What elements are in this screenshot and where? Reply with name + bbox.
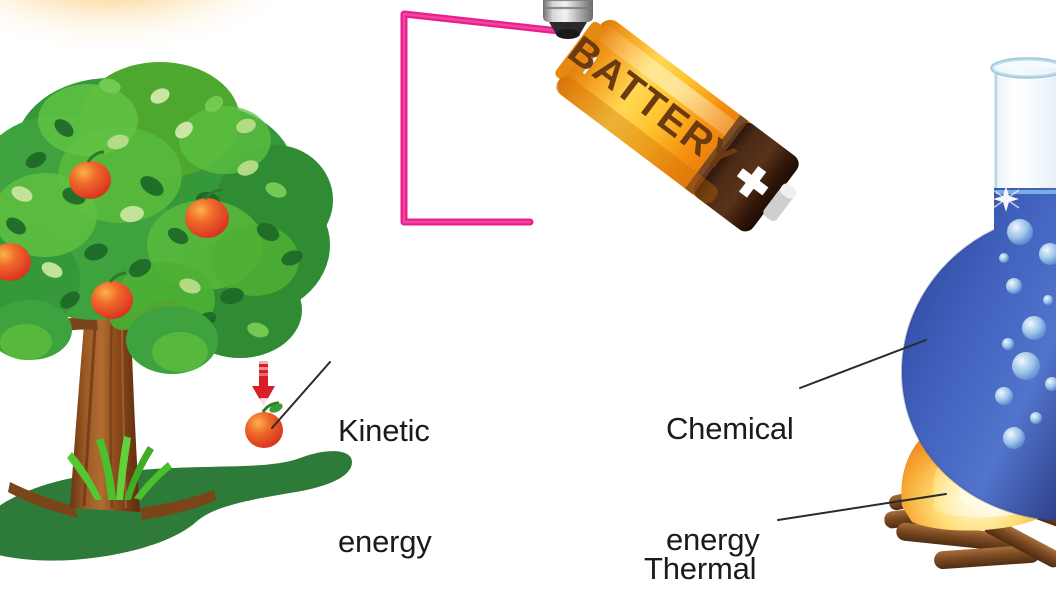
light-bulb xyxy=(543,0,593,39)
flask-bubbles xyxy=(995,219,1056,449)
sun-glow xyxy=(0,0,294,56)
circuit-wire xyxy=(400,10,572,226)
apple-tree xyxy=(0,62,352,561)
label-kinetic-line2: energy xyxy=(338,524,432,559)
battery: BATTERY xyxy=(555,19,799,232)
label-kinetic-energy: Kinetic energy xyxy=(338,338,432,594)
canopy-apples xyxy=(0,150,229,319)
leader-lines xyxy=(271,339,947,521)
label-chemical-line1: Chemical xyxy=(666,411,794,446)
tree-canopy xyxy=(0,62,333,374)
sparkle-icon xyxy=(992,186,1020,212)
plus-icon xyxy=(736,166,769,198)
label-chemical-energy: Chemical energy xyxy=(666,336,794,594)
leader-line-kinetic xyxy=(271,361,331,429)
leader-line-thermal xyxy=(777,493,947,521)
label-kinetic-line1: Kinetic xyxy=(338,413,430,448)
label-chemical-line2: energy xyxy=(666,522,760,557)
down-arrow-icon xyxy=(252,361,275,406)
falling-apple xyxy=(242,361,286,448)
label-thermal-energy: Thermal energy xyxy=(644,476,756,594)
label-thermal-line1: Thermal xyxy=(644,551,757,586)
leader-line-chemical xyxy=(799,339,927,389)
chemical-flask xyxy=(900,57,1056,521)
grass-tuft xyxy=(67,436,172,500)
